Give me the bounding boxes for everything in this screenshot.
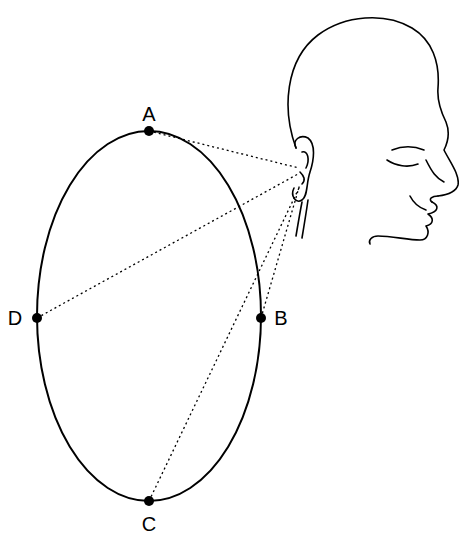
cheek-line [410,196,426,210]
head-outline [288,18,458,196]
ear [293,137,314,201]
sound-paths [37,131,300,501]
nose-line [426,160,444,182]
point-dot [144,126,154,136]
face-outline [369,202,436,244]
neck-line [302,200,308,238]
mouth [430,196,438,202]
dotted-line [149,188,299,501]
points [32,126,266,506]
head-drawing [288,18,458,244]
ear-inner [300,152,308,184]
point-dot [32,313,42,323]
dotted-line [37,174,298,318]
dotted-line [261,184,300,318]
dotted-line [149,131,299,168]
point-label: B [274,308,287,328]
neck-line [296,202,302,236]
closed-eye [387,160,418,166]
point-dot [256,313,266,323]
ellipse-path [37,131,261,501]
point-label: D [8,308,22,328]
point-dot [144,496,154,506]
eyebrow [392,147,424,150]
point-label: A [142,104,155,124]
point-label: C [142,514,156,534]
